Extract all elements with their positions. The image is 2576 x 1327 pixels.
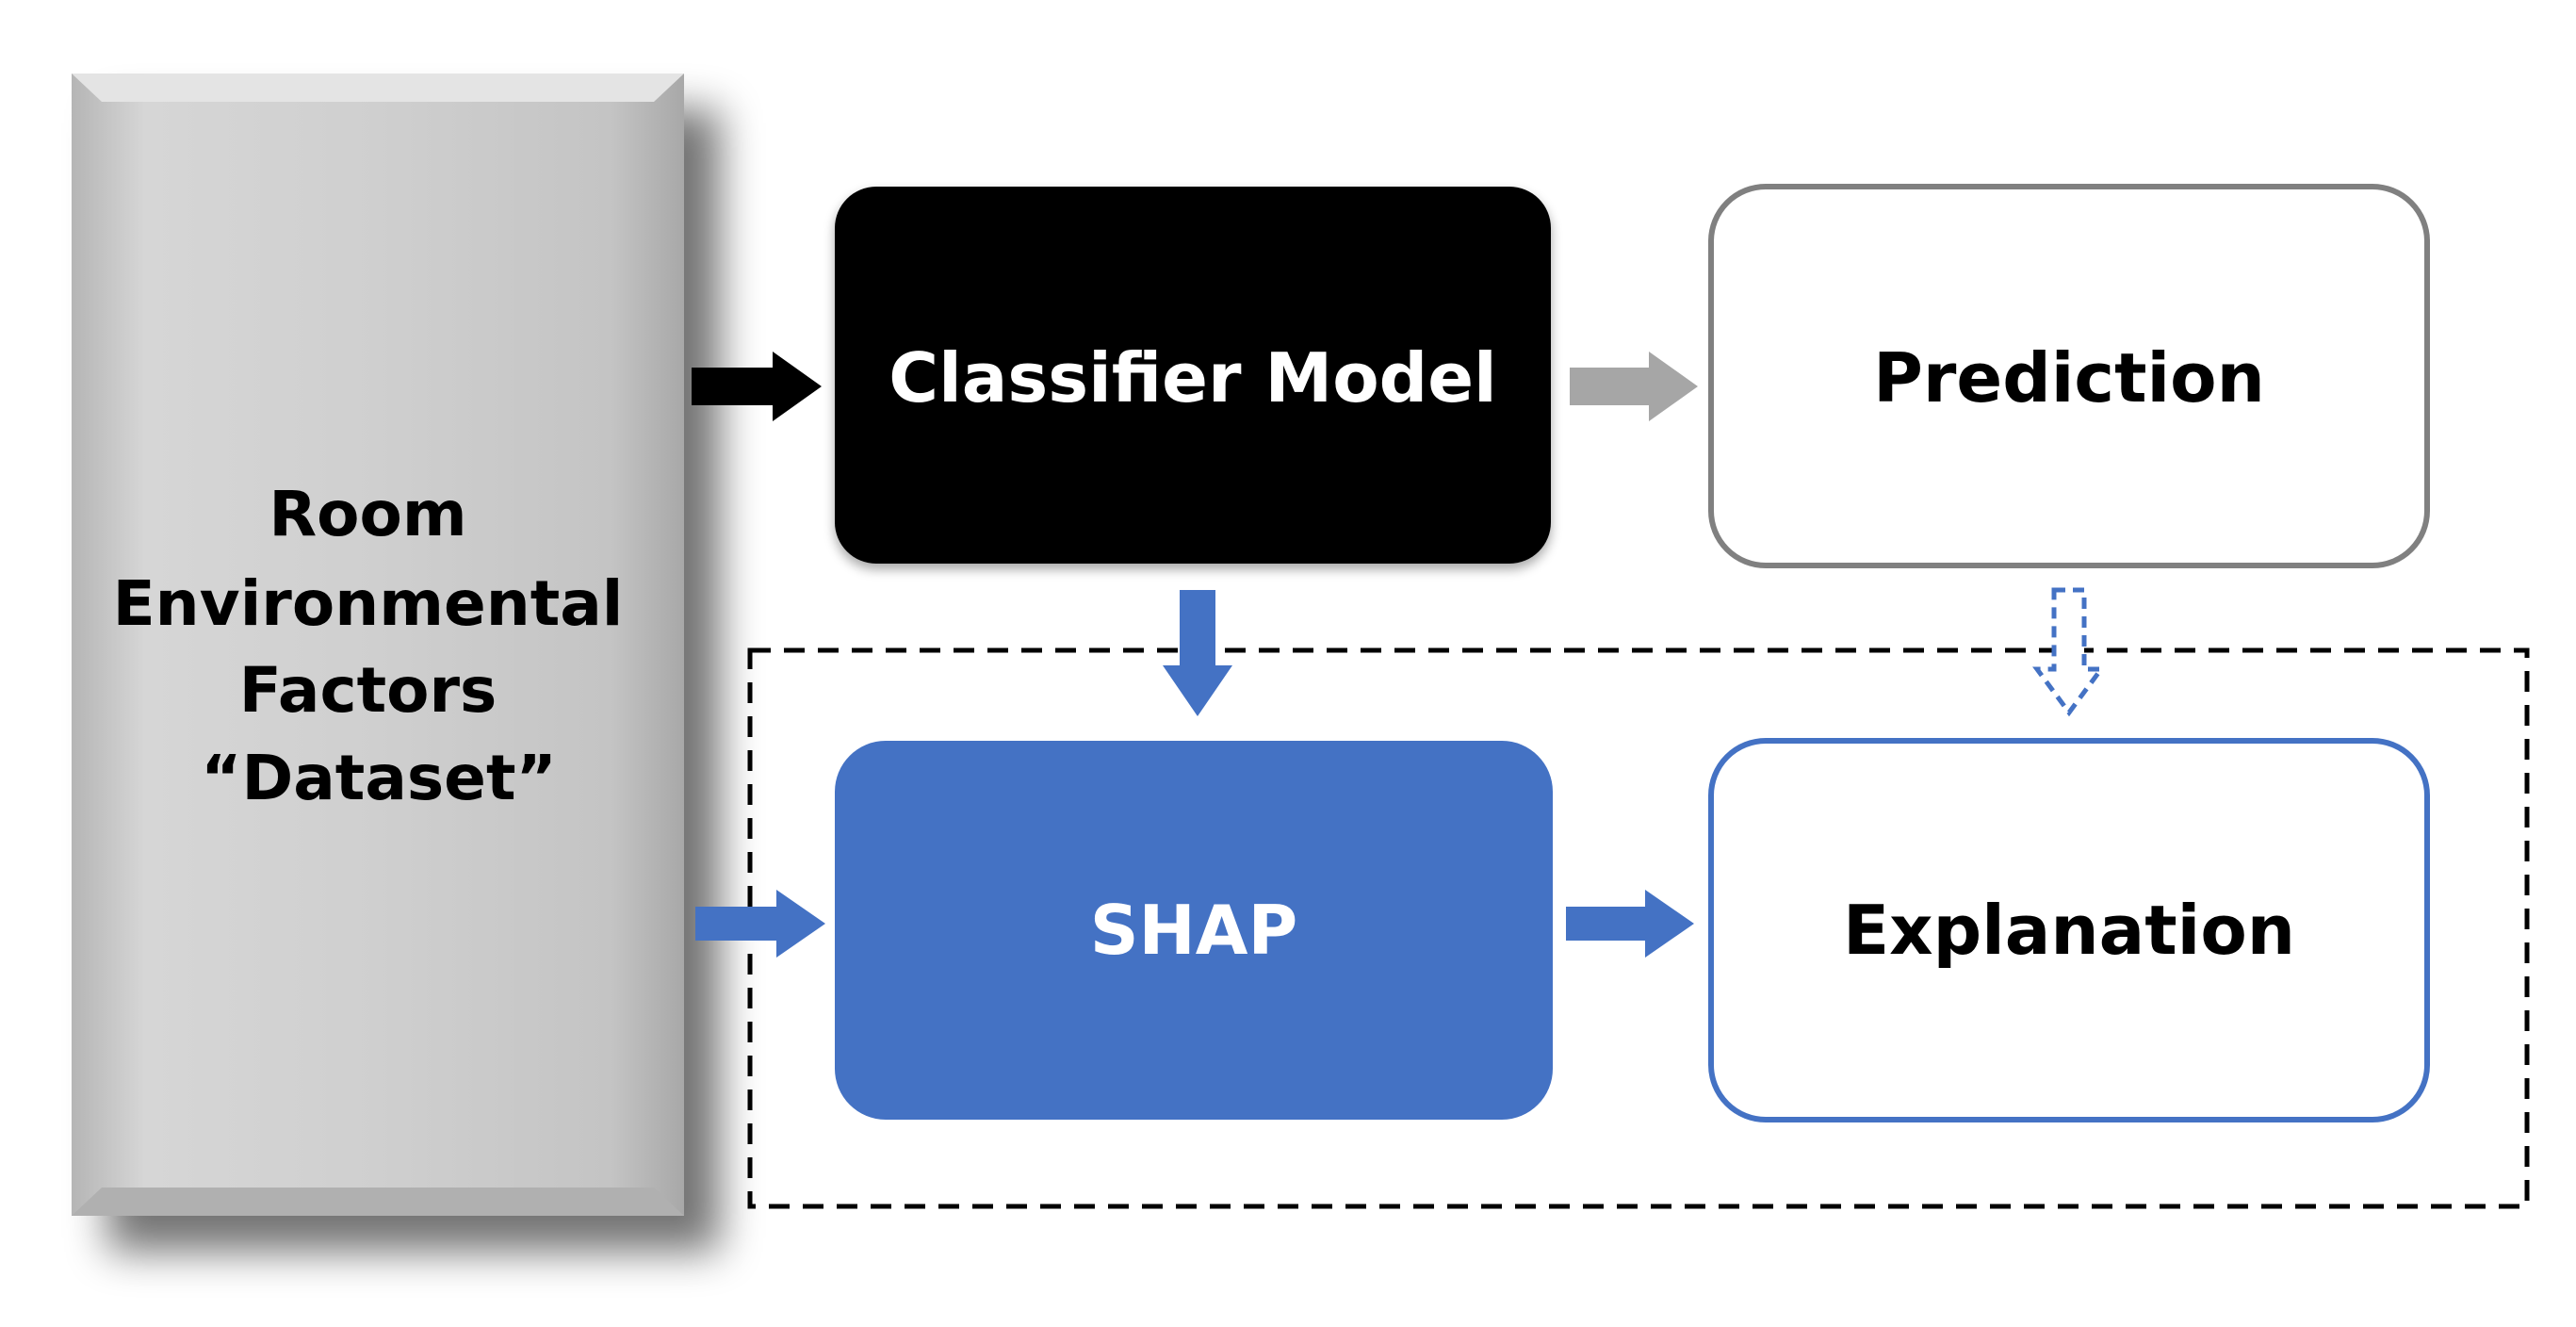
explanation-label: Explanation bbox=[1843, 891, 2295, 970]
arrow-shap-to-explanation bbox=[1566, 890, 1694, 958]
prediction-label: Prediction bbox=[1873, 338, 2265, 418]
arrow-dataset-to-shap bbox=[695, 890, 825, 958]
dataset-label-line: Room bbox=[269, 478, 466, 550]
dataset-label: Room Environmental Factors “Dataset” bbox=[113, 478, 645, 814]
explanation-box bbox=[1708, 738, 2430, 1122]
shap-box bbox=[835, 741, 1553, 1120]
arrow-prediction-to-explanation bbox=[2032, 587, 2106, 717]
dataset-label-line: “Dataset” bbox=[201, 742, 557, 814]
classifier-model-box bbox=[835, 187, 1551, 564]
dataset-label-line: Environmental bbox=[113, 567, 624, 640]
arrow-dataset-to-classifier bbox=[692, 352, 822, 421]
dataset-label-line: Factors bbox=[239, 654, 497, 727]
classifier-model-label: Classifier Model bbox=[889, 338, 1496, 418]
shap-label: SHAP bbox=[1090, 891, 1298, 970]
prediction-box bbox=[1708, 184, 2430, 568]
arrow-classifier-to-prediction bbox=[1570, 352, 1698, 421]
dataset-box bbox=[72, 74, 684, 1216]
arrow-classifier-to-shap bbox=[1163, 590, 1232, 716]
